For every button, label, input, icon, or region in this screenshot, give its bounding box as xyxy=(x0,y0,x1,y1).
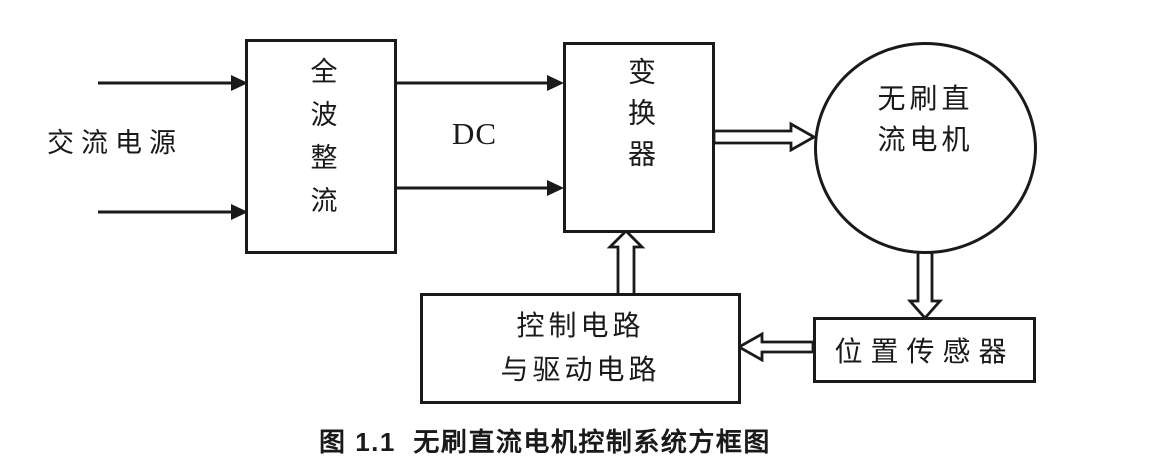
converter-to-motor-arrow xyxy=(712,121,817,153)
motor-circle: 无刷直 流电机 xyxy=(814,42,1037,254)
ac-input-arrow-bottom xyxy=(98,204,248,220)
dc-line-bottom-arrow xyxy=(396,180,564,196)
sensor-box: 位置传感器 xyxy=(813,317,1036,383)
dc-line-top-arrow xyxy=(396,75,564,91)
motor-to-sensor-arrow xyxy=(906,249,944,321)
ac-source-label: 交流电源 xyxy=(47,128,183,158)
sensor-to-control-arrow xyxy=(736,331,815,363)
ac-input-arrow-top xyxy=(98,75,248,91)
converter-box: 变换器 xyxy=(563,42,715,233)
control-box: 控制电路 与驱动电路 xyxy=(420,293,741,404)
sensor-label: 位置传感器 xyxy=(834,337,1015,368)
rectifier-label: 全波整流 xyxy=(306,57,337,229)
motor-label: 无刷直 流电机 xyxy=(877,84,974,156)
dc-label: DC xyxy=(452,116,498,151)
control-label: 控制电路 与驱动电路 xyxy=(500,310,661,386)
figure-caption: 图 1.1 无刷直流电机控制系统方框图 xyxy=(319,427,771,457)
converter-label: 变换器 xyxy=(624,57,655,180)
control-to-converter-arrow xyxy=(606,229,646,297)
rectifier-box: 全波整流 xyxy=(245,39,397,254)
